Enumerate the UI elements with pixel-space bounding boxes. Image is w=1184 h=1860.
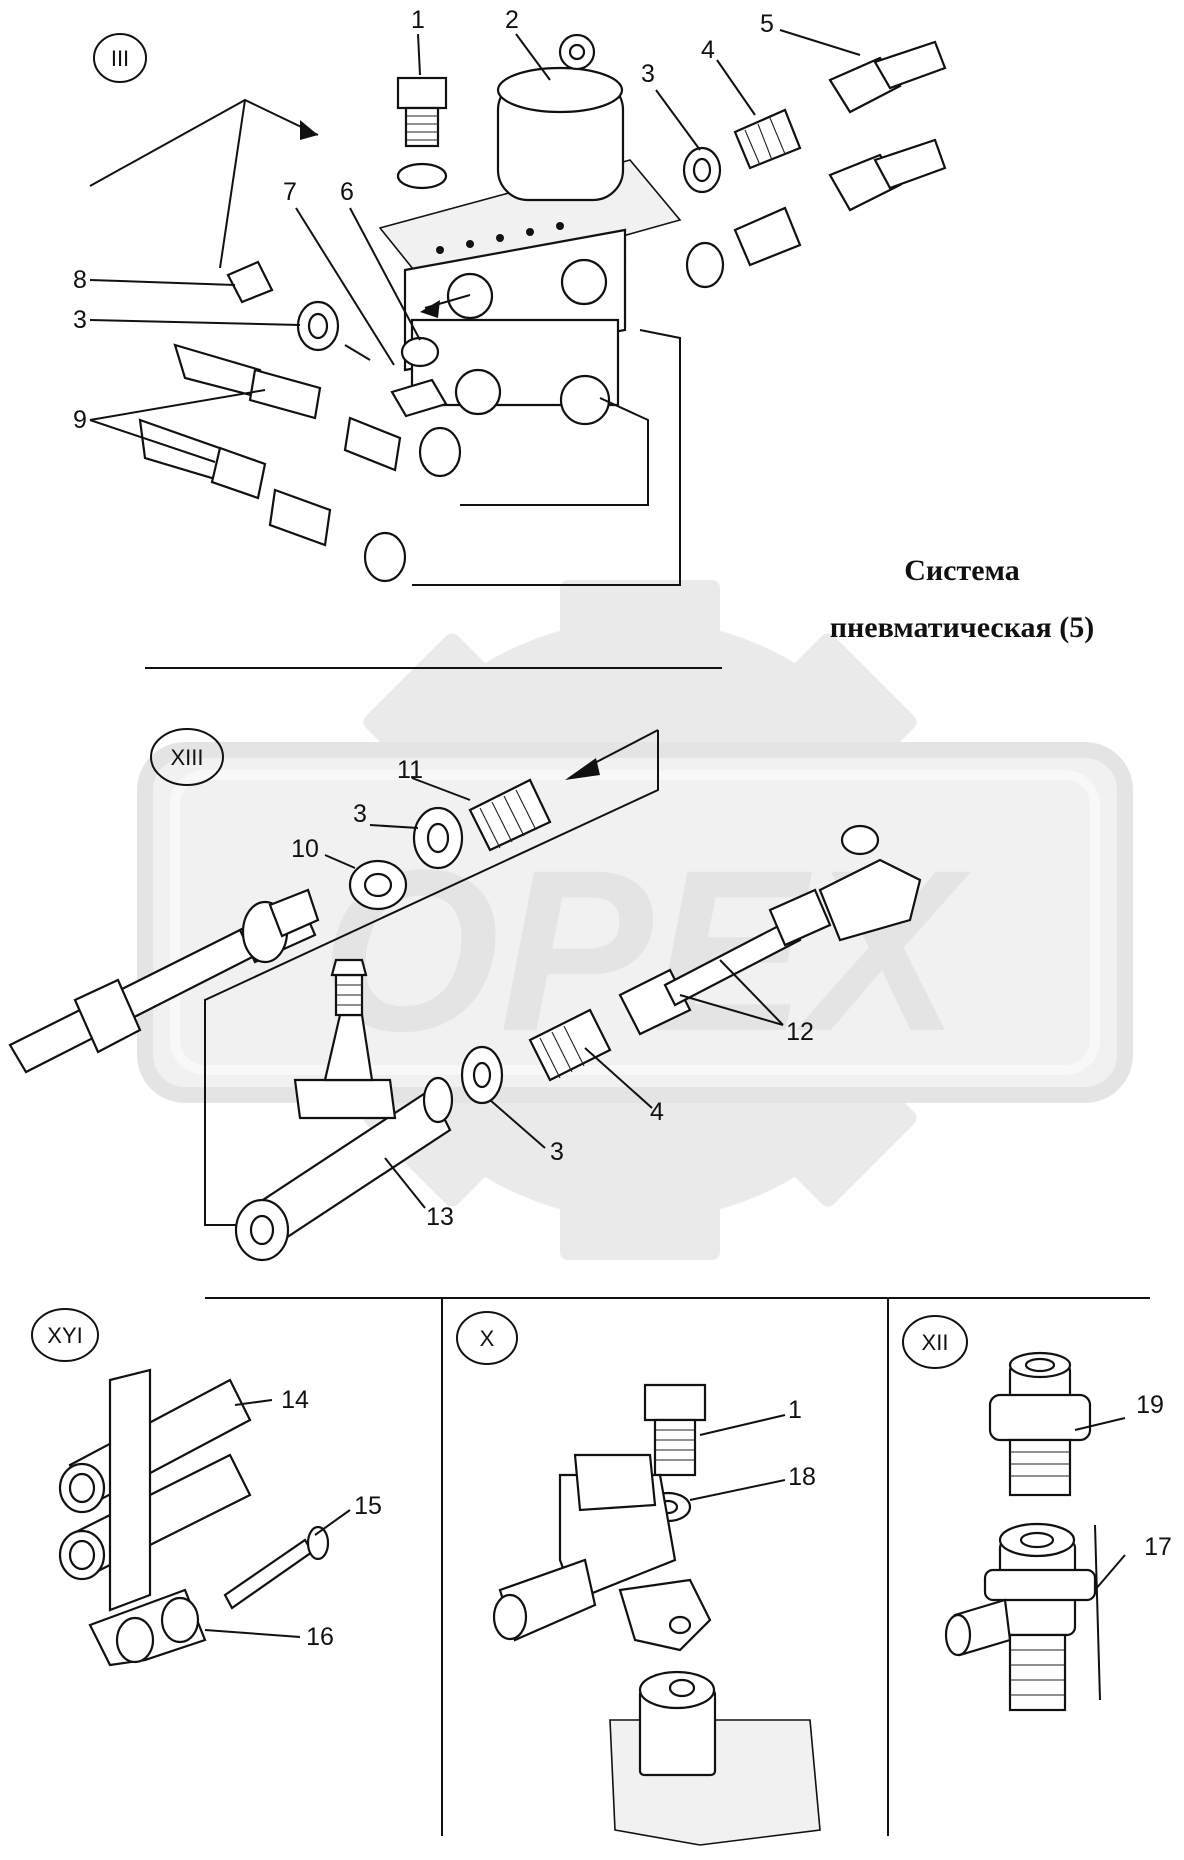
callout-6: 6 [340,178,354,206]
nut-10 [348,859,408,911]
callout-4: 4 [701,36,715,64]
view-label-x-text: X [480,1326,495,1351]
callout-1: 1 [411,6,425,34]
mount-boss-x [609,1670,821,1846]
callout-14: 14 [281,1386,309,1414]
section-dividers [145,667,1150,1836]
hose-12 [618,824,922,1036]
view-label-x [456,1311,518,1365]
fitting-4 [528,1008,612,1082]
callout-4b: 4 [650,1098,664,1126]
view-label-xyi [31,1308,99,1362]
callouts-iii: 1 2 3 4 5 7 6 8 3 9 [73,6,774,434]
fitting-11 [468,778,552,852]
bracket-xiii [204,730,659,1226]
callout-15: 15 [354,1492,382,1520]
callouts-xyi: 14 15 16 [281,1386,382,1651]
callout-5: 5 [760,10,774,38]
callout-3d: 3 [550,1138,564,1166]
callout-12: 12 [786,1018,814,1046]
view-label-xyi-text: XYI [47,1323,82,1348]
fittings-right [682,40,947,289]
view-xii: XII 19 17 [902,1315,1172,1712]
callout-10: 10 [291,835,319,863]
tube-bundle-14 [58,1368,252,1612]
view-xyi: XYI 14 15 16 [31,1308,382,1667]
tee-fitting-x [492,1453,712,1652]
bolt-1 [396,76,448,190]
callout-16: 16 [306,1623,334,1651]
callout-7: 7 [283,178,297,206]
view-x: X 1 18 [456,1311,821,1846]
callout-1b: 1 [788,1396,802,1424]
washer-3-top [412,806,464,870]
valve-13 [234,958,454,1262]
watermark-text: OPEX [320,822,971,1079]
coupling-19 [988,1351,1092,1497]
callouts-xiii: 11 3 10 12 4 3 13 [291,756,814,1231]
valve-17 [944,1522,1101,1712]
leader-lines-xii [1074,1417,1126,1591]
leader-lines-xiii [324,777,784,1209]
leader-lines-x [689,1414,786,1501]
callouts-xii: 19 17 [1136,1391,1172,1561]
callout-18: 18 [788,1463,816,1491]
view-label-iii [93,33,147,83]
callout-9: 9 [73,406,87,434]
bolt-1-x [643,1383,707,1477]
leader-lines-iii [89,29,861,586]
clip-16 [88,1588,207,1667]
callout-11: 11 [397,756,423,784]
view-label-xiii-text: XIII [170,745,203,770]
callouts-x: 1 18 [788,1396,816,1491]
callout-8: 8 [73,266,87,294]
pipe-assembly [8,888,320,1074]
pin-15 [223,1525,330,1610]
callout-19: 19 [1136,1391,1164,1419]
title-line-1: Система [904,554,1020,587]
callout-17: 17 [1144,1533,1172,1561]
callout-3: 3 [641,60,655,88]
brake-valve [378,33,682,426]
washer-3-bottom [460,1045,504,1105]
title-line-2: пневматическая (5) [830,611,1095,644]
callout-13: 13 [426,1203,454,1231]
view-iii: III [73,6,947,586]
callout-2: 2 [505,6,519,34]
diagram-title: Система пневматическая (5) [830,554,1095,644]
leader-lines-xyi [204,1399,351,1638]
callout-3c: 3 [353,800,367,828]
view-xiii: XIII [8,728,922,1262]
callout-3b: 3 [73,306,87,334]
watermark-plate [137,742,1133,1103]
view-label-xiii [150,728,224,786]
view-label-xii-text: XII [922,1330,949,1355]
view-label-xii [902,1315,968,1369]
view-label-iii-text: III [111,46,129,71]
